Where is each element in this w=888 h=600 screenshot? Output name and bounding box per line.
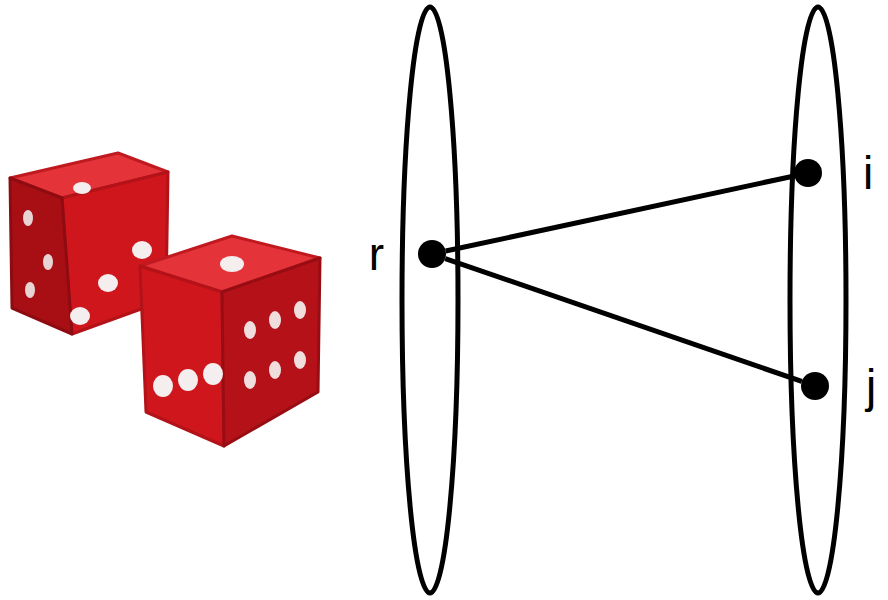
mapping-line bbox=[446, 176, 795, 251]
set-element-dot: r bbox=[418, 240, 446, 268]
element-label: i bbox=[863, 150, 873, 196]
mapping-line bbox=[445, 259, 802, 382]
set-element-dot: i bbox=[794, 159, 822, 187]
set-ellipse bbox=[790, 7, 846, 593]
die-illustration bbox=[140, 236, 320, 446]
element-label: r bbox=[369, 231, 384, 277]
set-ellipse bbox=[402, 7, 458, 593]
set-element-dot: j bbox=[801, 372, 829, 400]
element-label: j bbox=[866, 363, 876, 409]
